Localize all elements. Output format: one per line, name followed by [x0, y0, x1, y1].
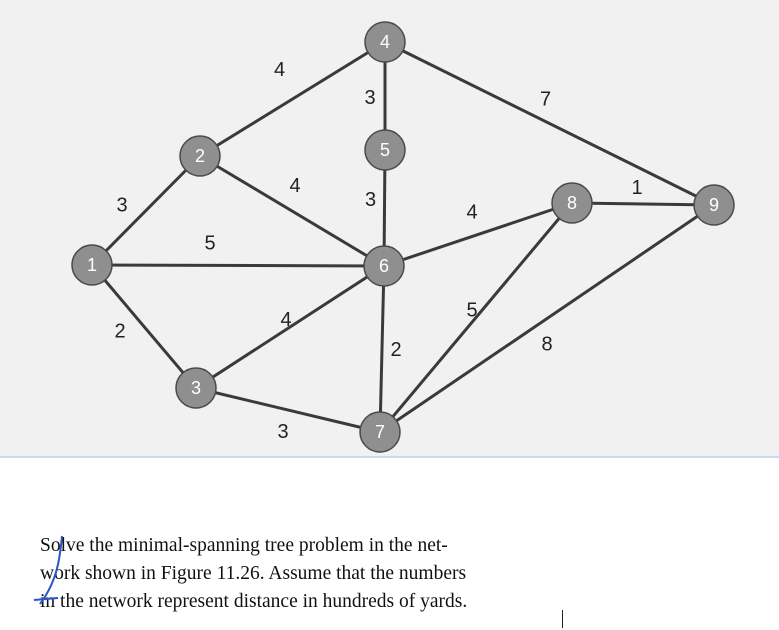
node-label-2: 2 [195, 146, 205, 166]
node-2: 2 [179, 135, 221, 177]
edge-3-7 [194, 386, 382, 434]
edge-8-9 [570, 201, 716, 207]
node-4: 4 [364, 21, 406, 63]
question-line-1: Solve the minimal-spanning tree problem … [40, 535, 448, 556]
text-cursor [562, 610, 563, 628]
edge-weight-1-3: 2 [114, 321, 125, 343]
edge-4-9 [383, 40, 716, 207]
node-circle-5 [364, 129, 406, 171]
edge-weight-6-3: 4 [280, 309, 291, 331]
node-3: 3 [175, 367, 217, 409]
node-circle-3 [175, 367, 217, 409]
edge-weight-5-6: 3 [365, 189, 376, 211]
edge-6-3 [194, 264, 386, 390]
edge-6-7 [378, 264, 386, 434]
question-line-3: in the network represent distance in hun… [40, 591, 468, 612]
node-8: 8 [551, 182, 593, 224]
node-5: 5 [364, 129, 406, 171]
edge-weight-9-7: 8 [541, 334, 552, 356]
network-diagram: 1 2 3 4 5 6 7 8 9 3 5 2 4 4 3 7 3 4 4 2 3 5 1 8 [71, 21, 735, 453]
edge-1-6 [90, 263, 386, 268]
node-label-6: 6 [379, 256, 389, 276]
node-1: 1 [71, 244, 113, 286]
divider-line [0, 456, 779, 458]
edge-weight-2-6: 4 [289, 175, 300, 197]
node-circle-1 [71, 244, 113, 286]
edge-weight-4-9: 7 [540, 89, 551, 111]
edge-2-4 [198, 40, 387, 158]
edge-1-3 [90, 263, 198, 390]
question-text: Solve the minimal-spanning tree problem … [40, 532, 550, 616]
scanned-figure-background [0, 0, 779, 458]
edge-2-6 [198, 154, 386, 268]
edge-6-8 [382, 201, 574, 268]
node-label-8: 8 [567, 193, 577, 213]
edge-8-7 [378, 201, 574, 434]
edge-weight-3-7: 3 [277, 421, 288, 443]
node-circle-8 [551, 182, 593, 224]
edge-weight-1-6: 5 [204, 233, 215, 255]
edge-weight-1-2: 3 [116, 195, 127, 217]
node-circle-9 [693, 184, 735, 226]
node-circle-6 [363, 245, 405, 287]
edge-weight-4-5: 3 [364, 87, 375, 109]
node-circle-2 [179, 135, 221, 177]
nodes-layer: 1 2 3 4 5 6 7 8 9 [71, 21, 735, 453]
edge-1-2 [90, 154, 202, 267]
node-label-5: 5 [380, 140, 390, 160]
question-line-2: work shown in Figure 11.26. Assume that … [40, 563, 467, 584]
weights-layer: 3 5 2 4 4 3 7 3 4 4 2 3 5 1 8 [114, 59, 642, 443]
node-7: 7 [359, 411, 401, 453]
edge-weight-6-8: 4 [466, 202, 477, 224]
edge-weight-8-9: 1 [631, 177, 642, 199]
edge-9-7 [378, 203, 716, 434]
node-6: 6 [363, 245, 405, 287]
edge-weight-2-4: 4 [274, 59, 285, 81]
edge-weight-6-7: 2 [390, 339, 401, 361]
edge-weight-8-7: 5 [466, 300, 477, 322]
node-label-9: 9 [709, 195, 719, 215]
node-circle-7 [359, 411, 401, 453]
node-label-7: 7 [375, 422, 385, 442]
node-label-3: 3 [191, 378, 201, 398]
node-label-4: 4 [380, 32, 390, 52]
node-9: 9 [693, 184, 735, 226]
node-label-1: 1 [87, 255, 97, 275]
node-circle-4 [364, 21, 406, 63]
